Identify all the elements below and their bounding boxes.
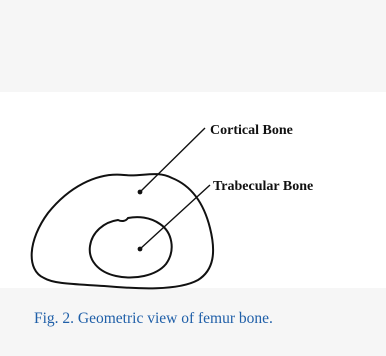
- outer-bone-contour: [32, 174, 213, 288]
- cortical-bone-label: Cortical Bone: [210, 123, 293, 138]
- inner-bone-contour: [90, 217, 172, 277]
- trabecular-leader-line: [140, 185, 210, 249]
- cortical-leader-line: [140, 128, 205, 192]
- figure-caption: Fig. 2. Geometric view of femur bone.: [34, 310, 273, 328]
- trabecular-bone-label: Trabecular Bone: [213, 179, 313, 194]
